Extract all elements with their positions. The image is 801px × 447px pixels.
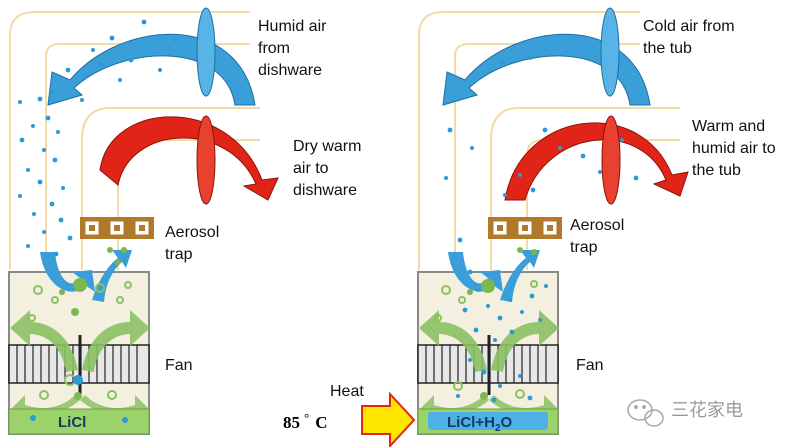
right-warm-air-ellipse bbox=[601, 115, 621, 205]
left-trap-label-line-2: trap bbox=[165, 246, 193, 263]
right-unit: LiCl+H2O Cold air from the tub Warm and … bbox=[417, 7, 776, 435]
right-green-solid-particles bbox=[467, 247, 537, 400]
left-outer-duct bbox=[9, 11, 250, 270]
left-inner-duct bbox=[81, 107, 260, 270]
right-aerosol-trap bbox=[488, 217, 562, 239]
right-cold-air-ellipse bbox=[600, 7, 620, 97]
right-top-label-line-1: Cold air from bbox=[643, 18, 735, 35]
left-licl-label: LiCl bbox=[58, 414, 86, 431]
right-mid-label-line-3: the tub bbox=[692, 162, 741, 179]
watermark: 三花家电 bbox=[627, 399, 743, 427]
left-mid-label-line-1: Dry warm bbox=[293, 138, 361, 155]
left-dry-air-ellipse bbox=[196, 115, 216, 205]
right-droplets bbox=[444, 56, 639, 403]
right-licl-label: LiCl+H2O bbox=[447, 414, 513, 434]
left-mid-label-line-3: dishware bbox=[293, 182, 357, 199]
left-dry-air-arrow bbox=[99, 116, 279, 201]
heat-arrow bbox=[361, 391, 416, 447]
right-warm-air-arrow bbox=[504, 122, 689, 201]
heat-label: Heat bbox=[330, 383, 364, 400]
right-fan-label: Fan bbox=[576, 357, 604, 374]
left-blue-droplet-bottom-2 bbox=[30, 415, 36, 421]
watermark-logo-icon bbox=[627, 399, 664, 427]
right-blue-outflow-arrow bbox=[500, 250, 540, 302]
right-trap-label-line-2: trap bbox=[570, 239, 598, 256]
left-droplets bbox=[18, 19, 177, 257]
left-top-label-line-3: dishware bbox=[258, 62, 322, 79]
right-green-particles bbox=[434, 280, 538, 399]
left-blue-droplet-bottom-3 bbox=[122, 417, 128, 423]
right-fan-grille bbox=[417, 335, 559, 395]
left-green-arrow-right bbox=[82, 310, 150, 372]
right-mid-label-line-2: humid air to bbox=[692, 140, 776, 157]
left-mid-label-line-2: air to bbox=[293, 160, 329, 177]
left-aerosol-trap bbox=[80, 217, 154, 239]
heat-input: Heat 85°C bbox=[283, 383, 416, 447]
left-green-particles bbox=[28, 281, 132, 400]
left-trap-label-line-1: Aerosol bbox=[165, 224, 219, 241]
right-inner-duct bbox=[490, 107, 680, 270]
right-green-arrow-right bbox=[491, 310, 559, 372]
left-outer-duct-inner bbox=[45, 43, 250, 270]
right-outer-duct bbox=[418, 11, 640, 270]
left-blue-outflow-arrow bbox=[92, 250, 132, 302]
right-mid-label-line-1: Warm and bbox=[692, 118, 765, 135]
left-top-label-line-2: from bbox=[258, 40, 290, 57]
right-outer-duct-inner bbox=[454, 43, 640, 270]
left-fan-label: Fan bbox=[165, 357, 193, 374]
left-humid-air-ellipse bbox=[196, 7, 216, 97]
left-blue-droplet-bottom bbox=[73, 375, 83, 385]
heat-temperature: 85°C bbox=[283, 410, 327, 432]
left-top-label-line-1: Humid air bbox=[258, 18, 327, 35]
left-green-arrow-left bbox=[10, 310, 78, 372]
left-unit: LiCl Humid air from dishware Dry war bbox=[8, 7, 361, 435]
right-water-layer bbox=[428, 412, 548, 430]
left-green-solid-particles bbox=[59, 247, 127, 400]
right-trap-label-line-1: Aerosol bbox=[570, 217, 624, 234]
right-top-label-line-2: the tub bbox=[643, 40, 692, 57]
watermark-text: 三花家电 bbox=[671, 400, 743, 421]
right-green-arrow-left bbox=[419, 310, 487, 372]
